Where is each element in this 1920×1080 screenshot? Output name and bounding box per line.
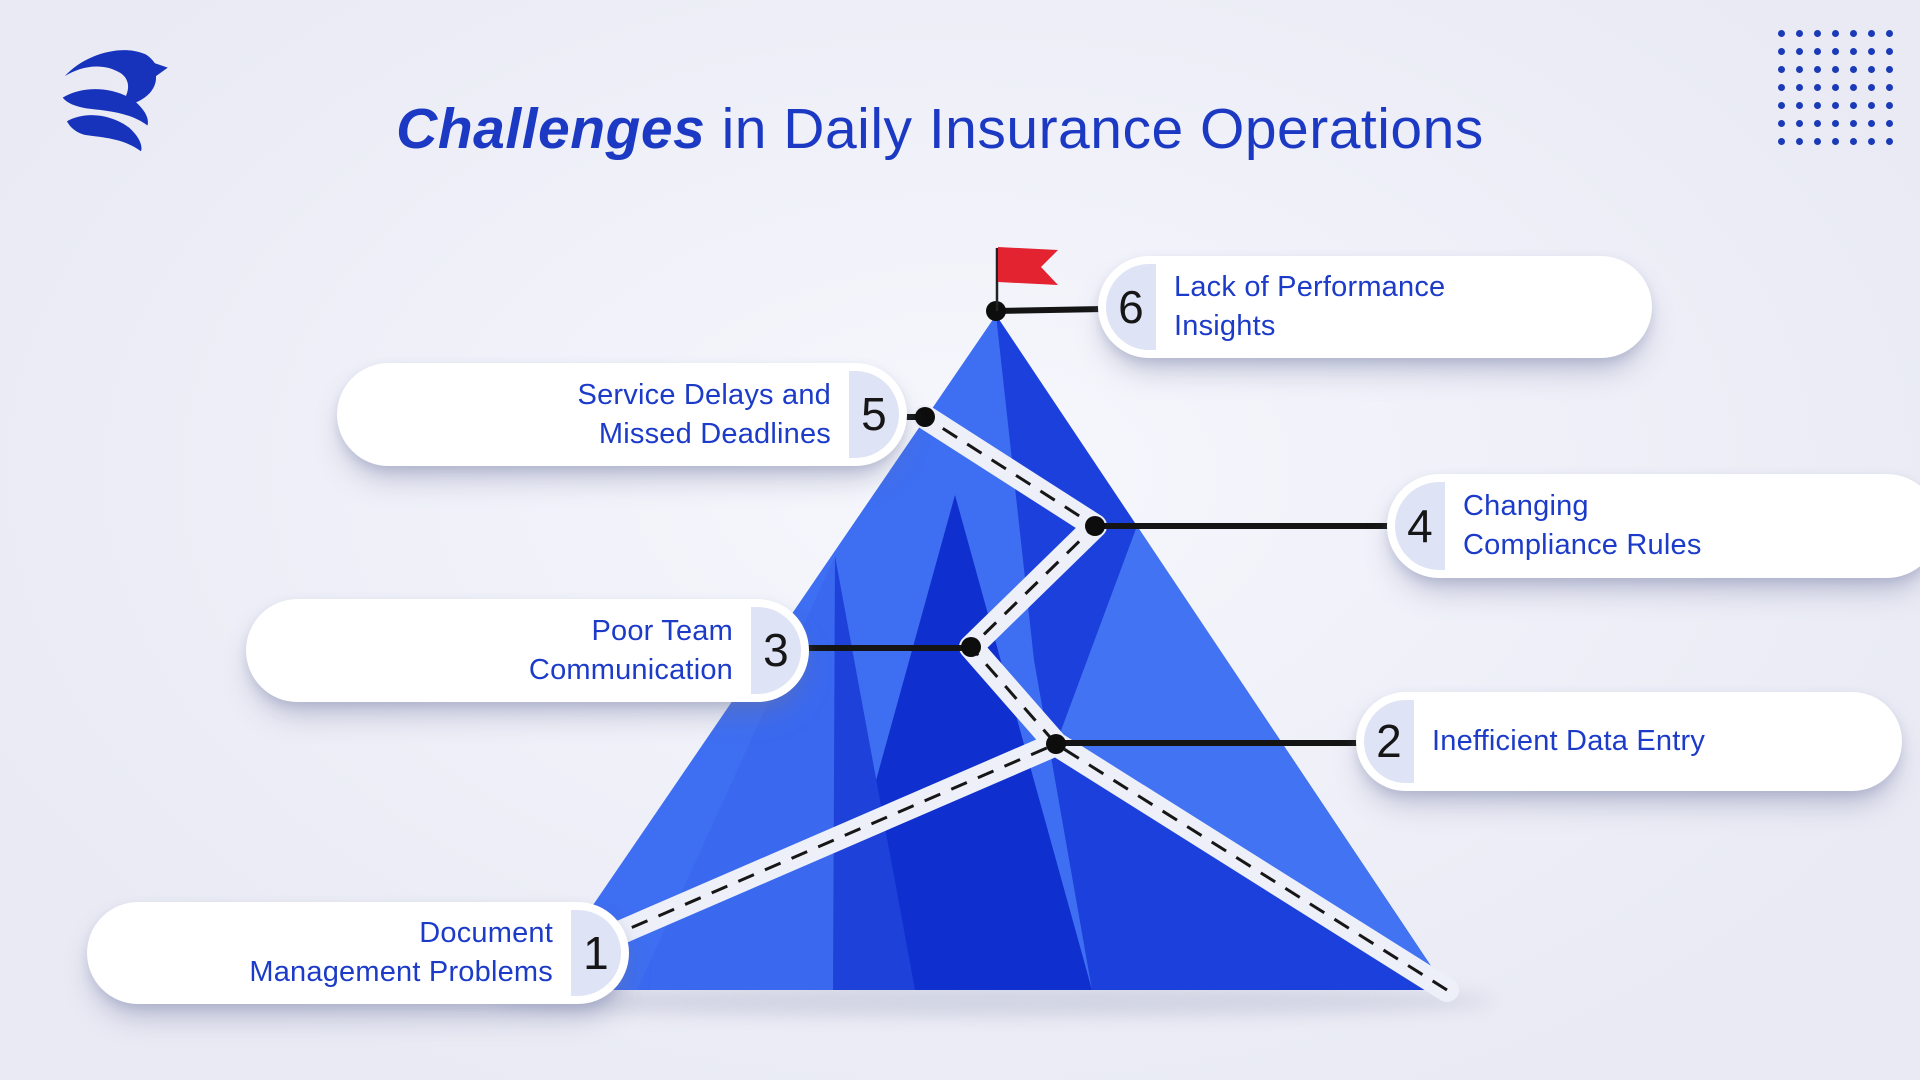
grid-dot [1867, 65, 1875, 73]
waypoint-dot-5 [915, 407, 935, 427]
title-emphasis: Challenges [396, 97, 706, 161]
grid-dot [1849, 83, 1857, 91]
label-3-line1: Poor Team [591, 614, 733, 647]
grid-dot [1831, 47, 1839, 55]
label-4-line1: Changing [1463, 490, 1589, 522]
label-pill-5: 5 Service Delays and Missed Deadlines [337, 363, 907, 466]
grid-dot [1795, 83, 1803, 91]
label-4-line2: Compliance Rules [1463, 529, 1702, 561]
grid-dot [1867, 119, 1875, 127]
label-3-number-badge: 3 [751, 607, 801, 694]
grid-dot [1795, 137, 1803, 145]
label-5-number-badge: 5 [849, 371, 899, 458]
label-pill-3: 3 Poor Team Communication [246, 599, 809, 702]
connector-6 [995, 306, 1105, 314]
mountain-face-left-peak-light [637, 556, 876, 990]
label-1-number: 1 [583, 926, 609, 979]
grid-dot [1849, 119, 1857, 127]
grid-dot [1885, 65, 1893, 73]
grid-dot [1831, 65, 1839, 73]
label-2-number-badge: 2 [1364, 700, 1414, 783]
flag-banner [998, 247, 1058, 285]
eagle-head-wing [64, 50, 168, 107]
label-2-line1: Inefficient Data Entry [1432, 725, 1706, 757]
label-6-number: 6 [1118, 280, 1144, 333]
grid-dot [1885, 29, 1893, 37]
grid-dot [1795, 65, 1803, 73]
label-3-number: 3 [763, 624, 789, 676]
grid-dot [1795, 29, 1803, 37]
grid-dot [1777, 119, 1785, 127]
grid-dot [1813, 83, 1821, 91]
mountain-face-light-right-sliver [1056, 526, 1447, 990]
grid-dot [1867, 47, 1875, 55]
waypoint-dot-4 [1085, 516, 1105, 536]
grid-dot [1849, 101, 1857, 109]
label-4-number: 4 [1407, 499, 1433, 552]
grid-dot [1777, 65, 1785, 73]
grid-dot [1795, 47, 1803, 55]
label-5-number: 5 [861, 388, 887, 440]
grid-dot [1777, 83, 1785, 91]
label-2-number: 2 [1376, 715, 1402, 767]
grid-dot [1831, 101, 1839, 109]
trail-dashes-lower [551, 742, 1057, 964]
grid-dot [1777, 29, 1785, 37]
mountain-face-left-peak-dark [833, 556, 915, 990]
label-6-line1: Lack of Performance [1174, 271, 1446, 303]
eagle-mid-wing [62, 89, 148, 126]
dot-grid-ornament [1772, 24, 1898, 150]
grid-dot [1777, 101, 1785, 109]
grid-dot [1849, 47, 1857, 55]
waypoint-dot-2 [1046, 734, 1066, 754]
grid-dot [1885, 119, 1893, 127]
label-pill-1: 1 Document Management Problems [87, 902, 629, 1004]
label-4-number-badge: 4 [1395, 482, 1445, 570]
label-6-number-badge: 6 [1106, 264, 1156, 350]
grid-dot [1813, 65, 1821, 73]
label-pill-2: 2 Inefficient Data Entry [1356, 692, 1902, 791]
grid-dot [1795, 119, 1803, 127]
grid-dot [1867, 83, 1875, 91]
label-6-line2: Insights [1174, 310, 1276, 342]
summit-flag [995, 247, 1058, 311]
waypoint-dot-3 [961, 637, 981, 657]
grid-dot [1885, 101, 1893, 109]
label-1-line1: Document [419, 917, 553, 949]
label-1-line2: Management Problems [249, 956, 553, 988]
grid-dot [1831, 137, 1839, 145]
grid-dot [1813, 137, 1821, 145]
label-pill-6: 6 Lack of Performance Insights [1098, 256, 1652, 358]
grid-dot [1813, 101, 1821, 109]
title-rest: in Daily Insurance Operations [705, 97, 1484, 161]
eagle-low-wing [66, 115, 142, 152]
label-5-line1: Service Delays and [577, 378, 831, 411]
page-title: Challenges in Daily Insurance Operations [0, 96, 1880, 162]
grid-dot [1777, 47, 1785, 55]
phoenix-eagle-logo [62, 50, 168, 152]
grid-dot [1831, 119, 1839, 127]
grid-dot [1831, 29, 1839, 37]
label-1-number-badge: 1 [571, 910, 621, 996]
grid-dot [1885, 47, 1893, 55]
grid-dot [1813, 47, 1821, 55]
grid-dot [1849, 29, 1857, 37]
grid-dot [1777, 137, 1785, 145]
grid-dot [1813, 29, 1821, 37]
grid-dot [1885, 83, 1893, 91]
label-pill-4: 4 Changing Compliance Rules [1387, 474, 1920, 578]
label-5-line2: Missed Deadlines [598, 417, 831, 450]
grid-dot [1885, 137, 1893, 145]
grid-dot [1867, 101, 1875, 109]
grid-dot [1813, 119, 1821, 127]
grid-dot [1849, 65, 1857, 73]
label-3-line2: Communication [528, 653, 733, 686]
mountain-ground-shadow [495, 985, 1495, 1017]
grid-dot [1831, 83, 1839, 91]
grid-dot [1867, 29, 1875, 37]
grid-dot [1849, 137, 1857, 145]
grid-dot [1867, 137, 1875, 145]
grid-dot [1795, 101, 1803, 109]
